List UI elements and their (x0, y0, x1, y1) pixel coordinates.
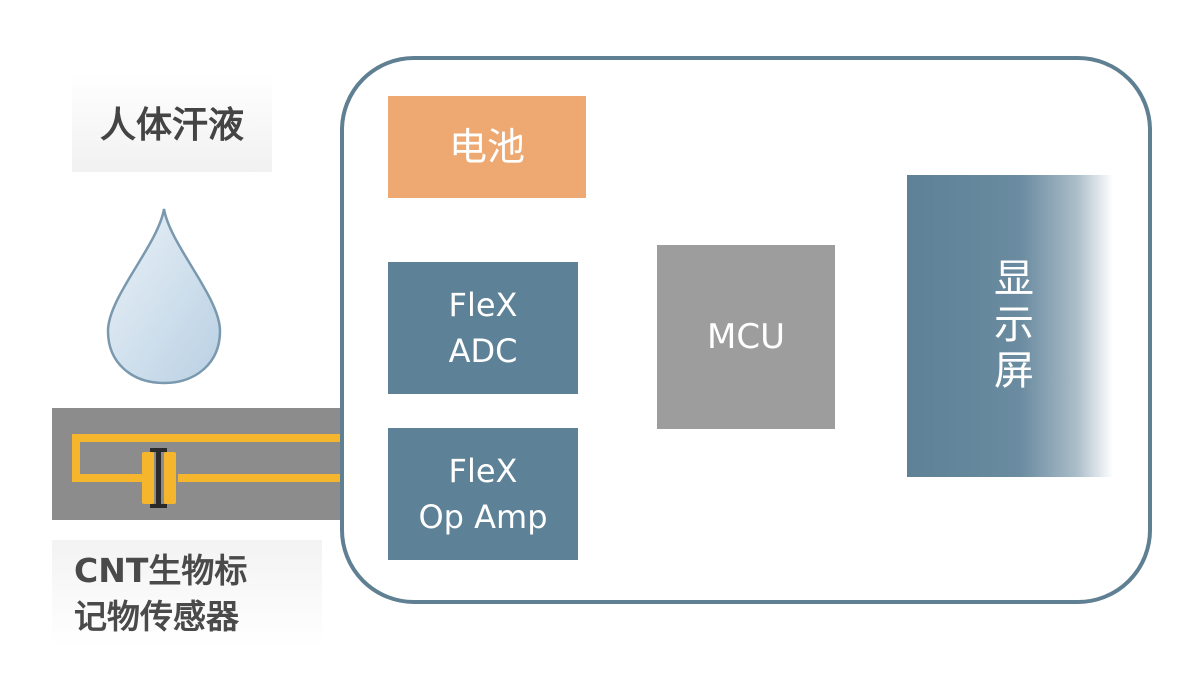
sensor-label-line2: 记物传感器 (74, 597, 239, 636)
mcu-block: MCU (657, 245, 835, 429)
opamp-line1: FleX (448, 452, 518, 490)
opamp-line2: Op Amp (418, 498, 548, 536)
sweat-label: 人体汗液 (72, 72, 272, 172)
sensor-strip (52, 408, 352, 520)
display-block: 显示屏 (907, 175, 1113, 477)
adc-line2: ADC (448, 332, 518, 370)
electrode-trace-icon (72, 434, 352, 508)
adc-line1: FleX (448, 286, 518, 324)
flex-adc-block: FleX ADC (388, 262, 578, 394)
display-label: 显示屏 (987, 257, 1033, 395)
battery-block: 电池 (388, 96, 586, 198)
flex-opamp-block: FleX Op Amp (388, 428, 578, 560)
sweat-droplet-icon (106, 208, 222, 385)
sensor-label-line1: CNT生物标 (74, 551, 248, 590)
cnt-biomarker-sensor-label: CNT生物标 记物传感器 (52, 540, 322, 648)
